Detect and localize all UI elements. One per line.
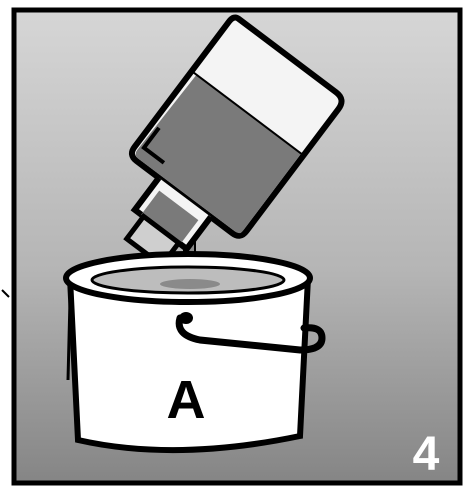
liquid-splash <box>160 279 220 289</box>
handle-pivot <box>179 312 193 324</box>
step-number: 4 <box>413 428 440 481</box>
bucket-side-line <box>68 300 70 380</box>
bucket-label: A <box>167 370 206 430</box>
edge-tick <box>2 290 9 297</box>
